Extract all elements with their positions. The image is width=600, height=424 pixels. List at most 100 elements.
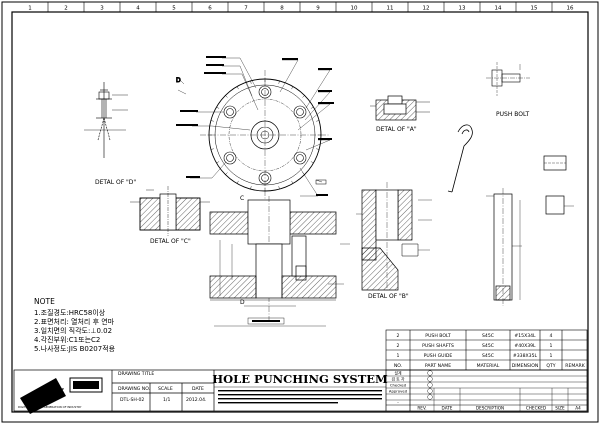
section-marker-c: C <box>240 195 244 202</box>
zone-label-4: 4 <box>136 6 140 12</box>
push-bolt-view <box>486 62 530 96</box>
section-caption-box <box>247 317 285 325</box>
parts-cell-material: S45C <box>482 353 494 359</box>
date-label: DATE <box>192 386 204 392</box>
plate-edge-tick <box>225 172 228 175</box>
detail-a-label: DETAL OF "A" <box>376 126 417 133</box>
plate-edge-tick <box>291 86 294 90</box>
plate-edge-tick <box>250 186 252 190</box>
revision-header-cell: REV. <box>417 406 426 411</box>
push-shaft-view <box>486 155 574 306</box>
zone-label-11: 11 <box>387 6 394 12</box>
note-line-4: 4.각진부위:C1또는C2 <box>34 336 101 344</box>
zone-label-2: 2 <box>64 6 68 12</box>
title-block <box>13 369 588 412</box>
detail-c-view <box>130 186 210 236</box>
drawing-no-value: DTL-SH-02 <box>120 397 144 403</box>
title-fine-print-4 <box>218 402 338 404</box>
push-guide-plan-view: D <box>176 56 334 200</box>
plate-edge-tick <box>210 120 214 122</box>
plate-edge-tick <box>250 80 252 84</box>
parts-cell-dimension: #338X35L <box>513 353 538 359</box>
drawing-title-label: DRAWING TITLE <box>118 371 154 377</box>
approval-label: 설계 <box>395 371 402 376</box>
plate-edge-tick <box>316 148 320 150</box>
note-line-5: 5.나사정도:JIS B0207적용 <box>34 345 116 353</box>
parts-cell-name: PUSH SHAFTS <box>422 343 454 349</box>
title-fine-print-2 <box>218 394 382 396</box>
plate-edge-tick <box>291 180 294 184</box>
detail-d-view <box>84 82 128 158</box>
section-marker-d: D <box>240 299 245 306</box>
zone-ticks <box>47 2 553 12</box>
plate-edge-tick <box>278 186 280 190</box>
date-value: 2012.04. <box>186 397 206 403</box>
revision-dash: - <box>397 400 399 405</box>
zone-label-13: 13 <box>459 6 466 12</box>
hook-spanner-view <box>447 124 473 193</box>
revision-header-cell: CHECKED <box>526 406 546 411</box>
parts-list-header: NO. PART NAME MATERIAL DIMENSION QTY REM… <box>394 363 586 369</box>
zone-label-10: 10 <box>351 6 358 12</box>
plate-edge-tick <box>216 106 220 109</box>
plate-edge-tick <box>316 120 320 122</box>
title-fine-print-3 <box>218 398 382 400</box>
parts-cell-dimension: #40X39L <box>514 343 536 349</box>
zone-label-15: 15 <box>531 6 538 12</box>
parts-cell-name: PUSH BOLT <box>425 333 451 339</box>
plate-edge-tick <box>302 95 305 98</box>
plate-edge-tick <box>236 180 239 184</box>
approval-label: Checked <box>390 383 407 388</box>
parts-list-table <box>385 329 588 371</box>
parts-cell-dimension: #15X34L <box>514 333 536 339</box>
parts-header-no: NO. <box>394 363 402 369</box>
parts-cell-qty: 4 <box>550 333 553 339</box>
detail-c-label: DETAL OF "C" <box>150 238 191 245</box>
zone-label-8: 8 <box>280 6 284 12</box>
approval-label: Approved <box>389 389 408 394</box>
parts-cell-material: S45C <box>482 333 494 339</box>
company-line: DIGITAL ELECTRO GENERATION OF INDUSTRY <box>18 405 82 409</box>
parts-header-material: MATERIAL <box>477 363 500 369</box>
scale-label: SCALE <box>158 386 173 392</box>
note-line-1: 1.조질경도:HRC58이상 <box>34 309 106 317</box>
zone-label-14: 14 <box>495 6 502 12</box>
plate-edge-tick <box>216 161 220 164</box>
detail-d-label: DETAL OF "D" <box>95 179 136 186</box>
plate-edge-tick <box>236 86 239 90</box>
section-caption-stub <box>252 320 280 322</box>
zone-label-7: 7 <box>244 6 248 12</box>
note-line-3: 3.일치면의 직각도:⊥0.02 <box>34 327 113 335</box>
zone-label-16: 16 <box>567 6 574 12</box>
parts-header-name: PART NAME <box>425 363 451 369</box>
drawing-title: HOLE PUNCHING SYSTEM <box>212 372 388 386</box>
detail-b-view <box>356 182 432 292</box>
parts-cell-no: 1 <box>397 353 400 359</box>
parts-cell-no: 2 <box>397 333 400 339</box>
push-guide-section-view: C D <box>209 195 350 327</box>
parts-cell-qty: 1 <box>550 343 553 349</box>
revision-header-cell: DESCRIPTION <box>476 406 504 411</box>
parts-header-dimension: DIMENSION <box>512 363 539 369</box>
detail-b-label: DETAL OF "B" <box>368 293 409 300</box>
parts-header-remark: REMARK <box>565 363 585 369</box>
parts-cell-qty: 1 <box>550 353 553 359</box>
parts-header-qty: QTY <box>546 363 555 369</box>
parts-cell-material: S45C <box>482 343 494 349</box>
note-line-2: 2.표면처리: 열처리 후 연마 <box>34 318 115 326</box>
notes-title: NOTE <box>34 297 55 306</box>
plate-edge-tick <box>278 80 280 84</box>
parts-cell-no: 2 <box>397 343 400 349</box>
plate-edge-tick <box>310 106 314 109</box>
zone-label-6: 6 <box>208 6 212 12</box>
plate-edge-tick <box>310 161 314 164</box>
plate-edge-tick <box>210 148 214 150</box>
plate-edge-tick <box>225 95 228 98</box>
parts-cell-name: PUSH GUIDE <box>424 353 453 359</box>
approval-label: 검 토 자 <box>392 377 405 382</box>
